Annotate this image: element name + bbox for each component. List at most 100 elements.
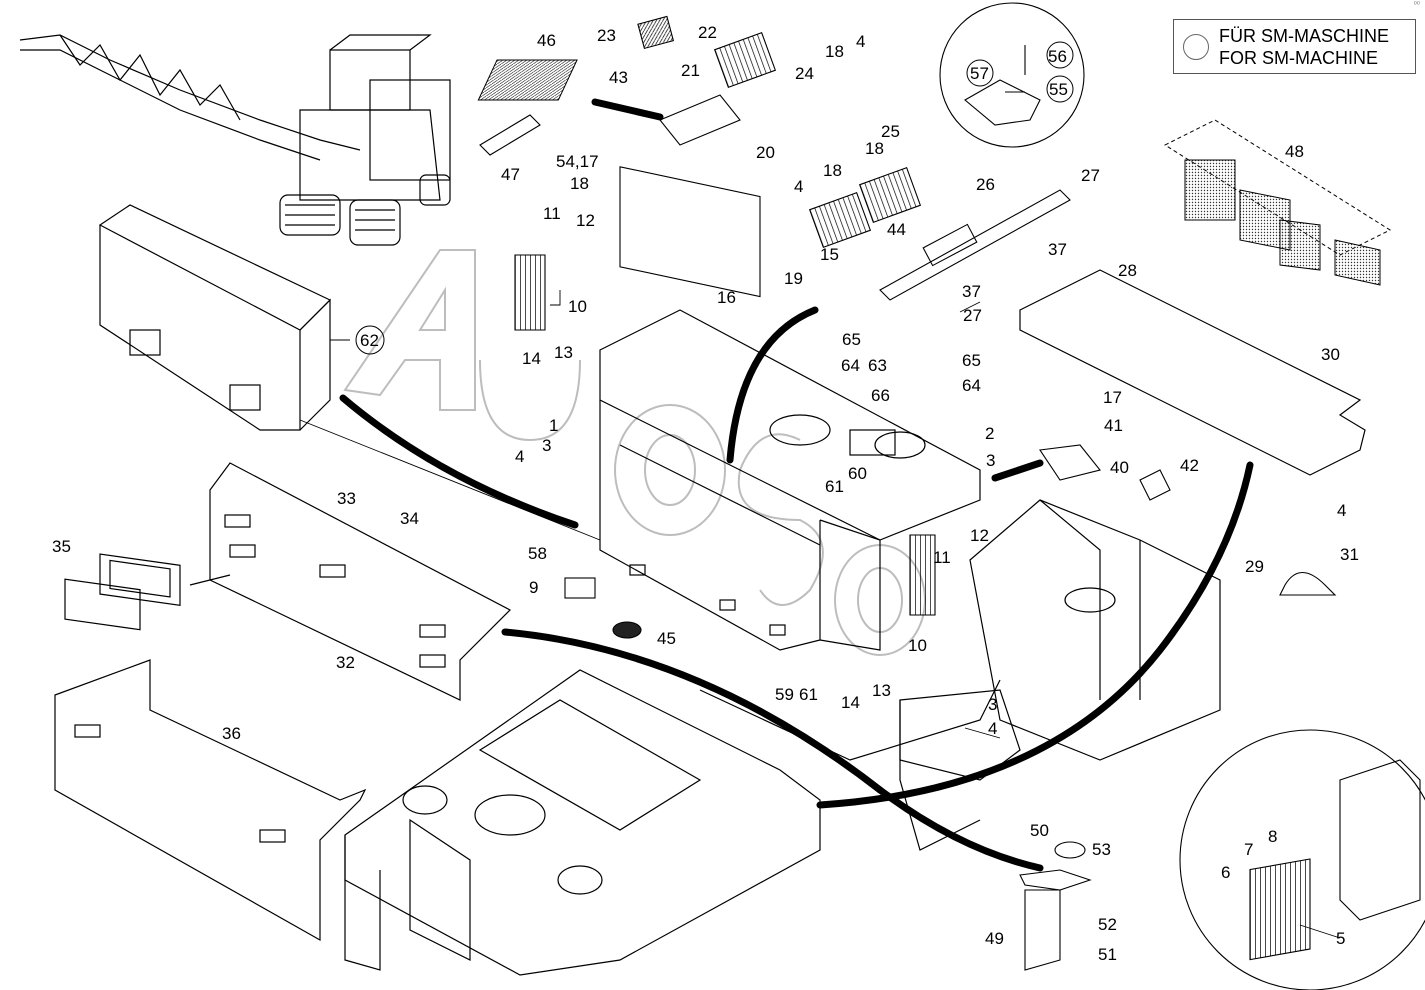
callout-2: 2 bbox=[985, 424, 994, 443]
callout-47: 47 bbox=[501, 165, 520, 184]
callout-30: 30 bbox=[1321, 345, 1340, 364]
callout-18: 18 bbox=[823, 161, 842, 180]
callout-14: 14 bbox=[522, 349, 541, 368]
callout-23: 23 bbox=[597, 26, 616, 45]
callout-59: 59 bbox=[775, 685, 794, 704]
callout-12: 12 bbox=[576, 211, 595, 230]
callout-44: 44 bbox=[887, 220, 906, 239]
callout-3: 3 bbox=[988, 695, 997, 714]
callout-14: 14 bbox=[841, 693, 860, 712]
rear-frame bbox=[899, 499, 1221, 851]
callout-27: 27 bbox=[963, 306, 982, 325]
callout-42: 42 bbox=[1180, 456, 1199, 475]
callout-56: 56 bbox=[1048, 47, 1067, 66]
callout-25: 25 bbox=[881, 122, 900, 141]
legend-text-de: FÜR SM-MASCHINE bbox=[1219, 26, 1389, 46]
callout-4: 4 bbox=[794, 177, 803, 196]
callout-11: 11 bbox=[543, 204, 561, 223]
callout-33: 33 bbox=[337, 489, 356, 508]
callout-40: 40 bbox=[1110, 458, 1129, 477]
legend-circle-icon bbox=[1183, 34, 1209, 60]
callout-4: 4 bbox=[1337, 501, 1346, 520]
callout-50: 50 bbox=[1030, 821, 1049, 840]
callout-55: 55 bbox=[1049, 80, 1068, 99]
callout-22: 22 bbox=[698, 23, 717, 42]
callout-64: 64 bbox=[841, 356, 860, 375]
hardware bbox=[477, 15, 1337, 971]
callout-11: 11 bbox=[933, 548, 951, 567]
callout-7: 7 bbox=[1244, 840, 1253, 859]
callout-labels: 1 2 3 3 3 4 4 4 4 4 5 6 7 8 9 10 10 11 1… bbox=[52, 23, 1359, 964]
callout-4: 4 bbox=[856, 32, 865, 51]
callout-37: 37 bbox=[1048, 240, 1067, 259]
callout-28: 28 bbox=[1118, 261, 1137, 280]
detail-circle-grille bbox=[1179, 729, 1425, 990]
callout-10: 10 bbox=[908, 636, 927, 655]
callout-24: 24 bbox=[795, 64, 814, 83]
callout-31: 31 bbox=[1340, 545, 1359, 564]
callout-58: 58 bbox=[528, 544, 547, 563]
callout-13: 13 bbox=[554, 343, 573, 362]
detail-circle-sm-machine bbox=[939, 2, 1085, 148]
callout-46: 46 bbox=[537, 31, 556, 50]
callout-49: 49 bbox=[985, 929, 1004, 948]
callout-1: 1 bbox=[549, 416, 558, 435]
leader-lines bbox=[299, 91, 1341, 939]
callout-45: 45 bbox=[657, 629, 676, 648]
callout-27: 27 bbox=[1081, 166, 1100, 185]
main-housing bbox=[599, 309, 981, 651]
callout-15: 15 bbox=[820, 245, 839, 264]
callout-29: 29 bbox=[1245, 557, 1264, 576]
callout-48: 48 bbox=[1285, 142, 1304, 161]
callout-35: 35 bbox=[52, 537, 71, 556]
callout-37: 37 bbox=[962, 282, 981, 301]
callout-3: 3 bbox=[986, 451, 995, 470]
callout-3: 3 bbox=[542, 436, 551, 455]
callout-18: 18 bbox=[570, 174, 589, 193]
callout-61: 61 bbox=[799, 685, 818, 704]
callout-53: 53 bbox=[1092, 840, 1111, 859]
callout-16: 16 bbox=[717, 288, 736, 307]
callout-54-17: 54,17 bbox=[556, 152, 599, 171]
callout-13: 13 bbox=[872, 681, 891, 700]
callout-65: 65 bbox=[962, 351, 981, 370]
callout-10: 10 bbox=[568, 297, 587, 316]
callout-60: 60 bbox=[848, 464, 867, 483]
callout-20: 20 bbox=[756, 143, 775, 162]
cover-panel-36 bbox=[54, 659, 367, 942]
legend-box: FÜR SM-MASCHINE FOR SM-MACHINE bbox=[1173, 19, 1416, 74]
side-panel-62 bbox=[98, 204, 332, 431]
callout-64: 64 bbox=[962, 376, 981, 395]
cover-panel-32 bbox=[209, 462, 512, 701]
callout-21: 21 bbox=[681, 61, 700, 80]
callout-18: 18 bbox=[825, 42, 844, 61]
callout-4: 4 bbox=[515, 447, 524, 466]
callout-32: 32 bbox=[336, 653, 355, 672]
callout-65: 65 bbox=[842, 330, 861, 349]
callout-57: 57 bbox=[970, 64, 989, 83]
callout-19: 19 bbox=[784, 269, 803, 288]
corner-mark: ⁰⁰ bbox=[1413, 0, 1420, 9]
machine-overview bbox=[19, 34, 451, 246]
callout-26: 26 bbox=[976, 175, 995, 194]
callout-9: 9 bbox=[529, 578, 538, 597]
callout-41: 41 bbox=[1104, 416, 1123, 435]
callout-5: 5 bbox=[1336, 929, 1345, 948]
callout-12: 12 bbox=[970, 526, 989, 545]
grille-35 bbox=[64, 553, 231, 631]
callout-52: 52 bbox=[1098, 915, 1117, 934]
callout-36: 36 bbox=[222, 724, 241, 743]
callout-34: 34 bbox=[400, 509, 419, 528]
callout-17: 17 bbox=[1103, 388, 1122, 407]
callout-61: 61 bbox=[825, 477, 844, 496]
callout-51: 51 bbox=[1098, 945, 1117, 964]
callout-66: 66 bbox=[871, 386, 890, 405]
callout-18: 18 bbox=[865, 139, 884, 158]
callout-43: 43 bbox=[609, 68, 628, 87]
sm-markers bbox=[355, 41, 1074, 355]
callout-8: 8 bbox=[1268, 827, 1277, 846]
foam-kit-48 bbox=[1163, 119, 1392, 286]
callout-6: 6 bbox=[1221, 863, 1230, 882]
base-frame bbox=[344, 669, 1001, 976]
